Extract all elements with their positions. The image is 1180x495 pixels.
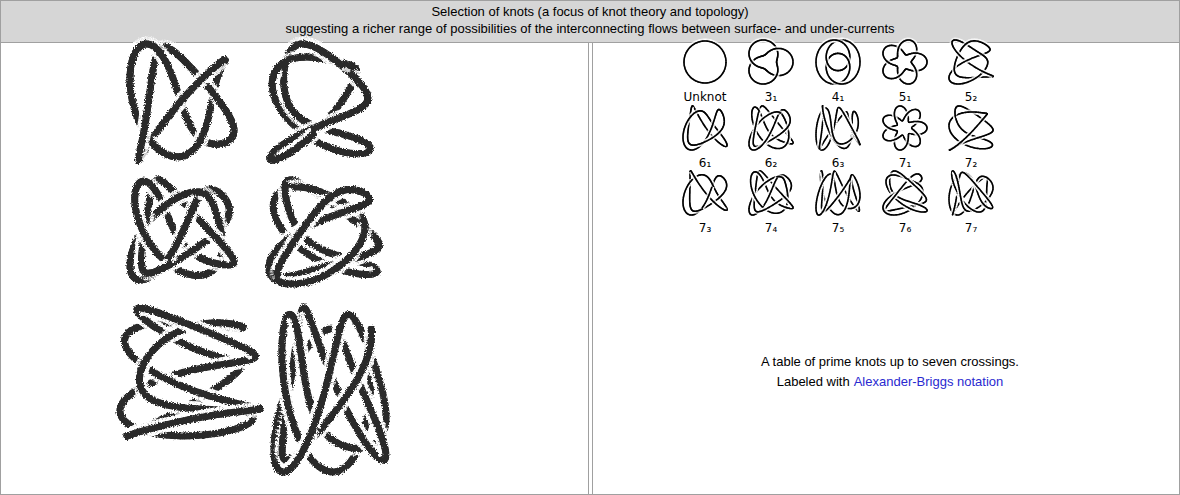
knot-strand [208, 72, 209, 73]
hand-knot-stroke [197, 144, 198, 145]
hand-knot-stroke [208, 72, 209, 73]
knot-strand [197, 144, 198, 145]
hand-knot-stroke [156, 48, 157, 49]
knot-strand [156, 48, 157, 49]
